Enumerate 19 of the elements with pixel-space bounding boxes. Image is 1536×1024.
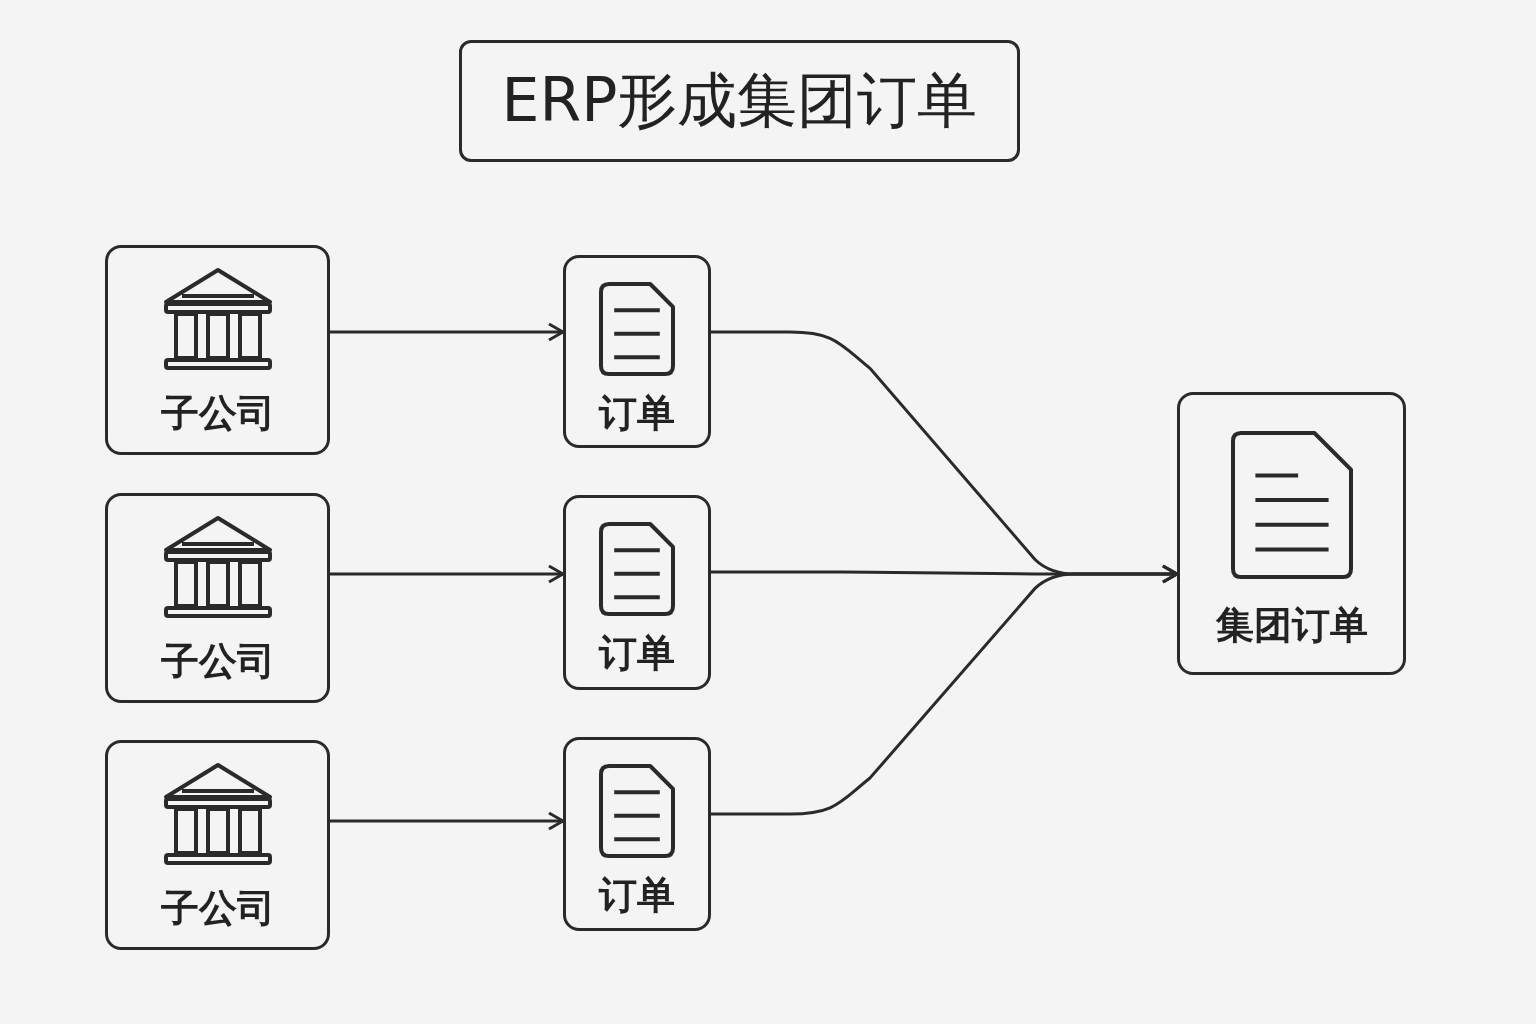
node-label: 订单 bbox=[597, 872, 676, 919]
arrow bbox=[330, 564, 565, 584]
company-box bbox=[105, 740, 330, 950]
company-box bbox=[105, 245, 330, 455]
group-order-box bbox=[1177, 392, 1406, 675]
node-label: 子公司 bbox=[159, 885, 276, 932]
node-label: 订单 bbox=[597, 630, 676, 677]
company-box bbox=[105, 493, 330, 703]
node-label: 子公司 bbox=[159, 390, 276, 437]
arrow bbox=[711, 564, 1179, 816]
order-box bbox=[563, 255, 711, 448]
title: ERP形成集团订单 bbox=[501, 63, 978, 137]
arrow bbox=[330, 811, 565, 831]
arrow bbox=[330, 322, 565, 342]
order-box bbox=[563, 737, 711, 931]
node-label: 集团订单 bbox=[1214, 602, 1369, 649]
node-label: 子公司 bbox=[159, 638, 276, 685]
node-label: 订单 bbox=[597, 390, 676, 437]
order-box bbox=[563, 495, 711, 690]
